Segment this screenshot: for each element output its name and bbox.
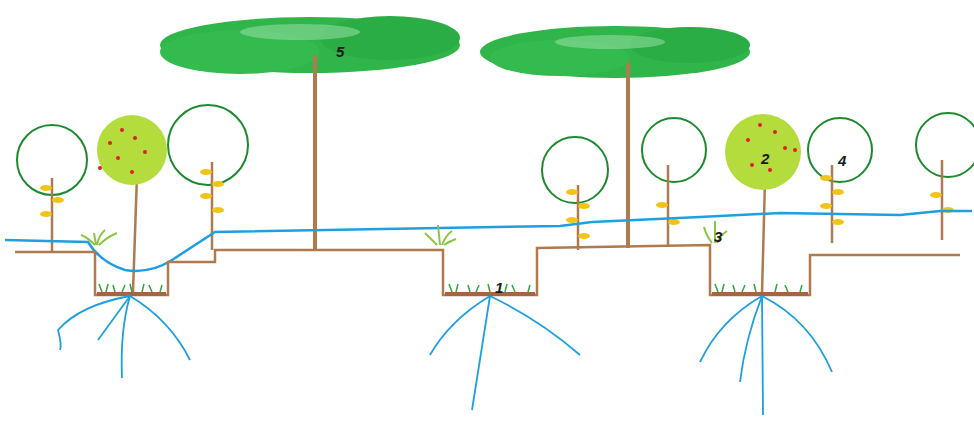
fruit-crown — [725, 114, 801, 190]
ground-profile — [15, 245, 960, 295]
callout-number: 4 — [838, 153, 846, 169]
leaf — [566, 189, 578, 195]
fruit — [793, 148, 797, 152]
tree-crown — [542, 137, 608, 203]
grass — [715, 284, 802, 292]
leaf — [566, 217, 578, 223]
fruit — [773, 130, 777, 134]
pit-floor — [445, 292, 535, 296]
grass — [99, 284, 162, 292]
leaf — [200, 169, 212, 175]
leaf — [40, 185, 52, 191]
leaf — [212, 207, 224, 213]
leaf — [832, 219, 844, 225]
fruit-trees — [97, 114, 801, 293]
fruits — [98, 123, 797, 174]
tree-trunk — [762, 180, 765, 293]
grass-tuft — [425, 225, 456, 245]
tree-trunk — [211, 162, 214, 250]
leaf — [52, 197, 64, 203]
root — [762, 296, 832, 372]
fruit — [98, 166, 102, 170]
tree-trunk — [577, 185, 580, 250]
large-canopy — [160, 16, 750, 78]
leaf — [200, 193, 212, 199]
pit-grass — [99, 284, 802, 292]
canopy-shape — [320, 16, 460, 60]
leaf — [578, 233, 590, 239]
grass-tufts — [81, 221, 727, 245]
leaf — [212, 181, 224, 187]
tree-trunk — [133, 175, 137, 292]
fruit — [750, 163, 754, 167]
root — [762, 296, 763, 415]
outline-trees — [17, 105, 974, 203]
large-trunks — [315, 55, 628, 250]
fruit — [130, 170, 134, 174]
tree-trunk — [941, 160, 944, 240]
grass — [449, 284, 530, 292]
fruit — [746, 138, 750, 142]
pit-floors — [97, 292, 808, 296]
root — [98, 296, 130, 340]
fruit — [143, 150, 147, 154]
fruit — [758, 123, 762, 127]
fruit — [120, 128, 124, 132]
small-trunks — [52, 160, 942, 252]
fruit — [783, 146, 787, 150]
leaf — [656, 202, 668, 208]
pit-floor — [712, 292, 808, 296]
grass-tuft — [81, 230, 117, 245]
fruit — [133, 136, 137, 140]
tree-crown — [642, 118, 706, 182]
leaf — [930, 192, 942, 198]
root — [430, 296, 490, 355]
tree-crown — [916, 113, 974, 177]
leaf — [578, 203, 590, 209]
root — [700, 296, 762, 362]
root — [490, 296, 580, 355]
root — [58, 296, 130, 350]
root — [122, 296, 130, 378]
fruit — [108, 141, 112, 145]
roots — [58, 296, 832, 415]
leaf — [820, 203, 832, 209]
fruit-crown — [97, 115, 167, 185]
canopy-shape — [160, 17, 460, 73]
water-table — [5, 211, 972, 271]
tree-crown — [168, 105, 248, 185]
canopy-highlight — [240, 24, 360, 40]
pit-floor — [97, 292, 166, 296]
callout-number: 1 — [495, 280, 503, 296]
leaf — [820, 175, 832, 181]
fruit — [768, 168, 772, 172]
leaf — [832, 189, 844, 195]
callout-number: 3 — [714, 229, 722, 245]
callout-number: 5 — [336, 44, 344, 60]
tree-crown — [808, 118, 872, 182]
leaf — [40, 211, 52, 217]
tree-trunk — [313, 55, 317, 250]
yellow-leaves — [40, 169, 954, 239]
root — [130, 296, 190, 360]
root — [472, 296, 490, 410]
callout-number: 2 — [761, 151, 769, 167]
leaf — [668, 219, 680, 225]
canopy-shape — [480, 26, 750, 78]
root — [740, 296, 762, 382]
canopy-highlight — [555, 35, 665, 49]
fruit — [116, 156, 120, 160]
